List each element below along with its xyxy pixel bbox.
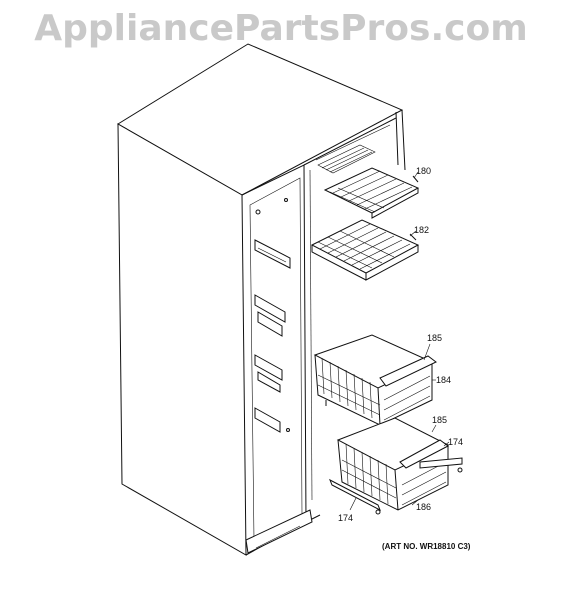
wire-shelf-180 — [323, 167, 420, 219]
callout-182: 182 — [414, 225, 429, 235]
back-rack-top — [317, 144, 376, 174]
callout-185-lower: 185 — [432, 415, 447, 425]
site-watermark: AppliancePartsPros.com — [34, 8, 528, 49]
freezer-basket-lower — [329, 417, 463, 515]
callout-180: 180 — [416, 166, 431, 176]
refrigerator-cabinet — [117, 43, 406, 556]
leader-lines — [349, 171, 450, 511]
callout-186: 186 — [416, 502, 431, 512]
wire-shelf-182 — [310, 219, 420, 281]
art-number: (ART NO. WR18810 C3) — [382, 542, 471, 551]
callout-174-right: 174 — [448, 437, 463, 447]
callout-185-upper: 185 — [427, 333, 442, 343]
callout-184: 184 — [436, 375, 451, 385]
freezer-basket-upper — [313, 334, 437, 426]
door-bins — [254, 198, 291, 433]
callout-174-left: 174 — [338, 513, 353, 523]
